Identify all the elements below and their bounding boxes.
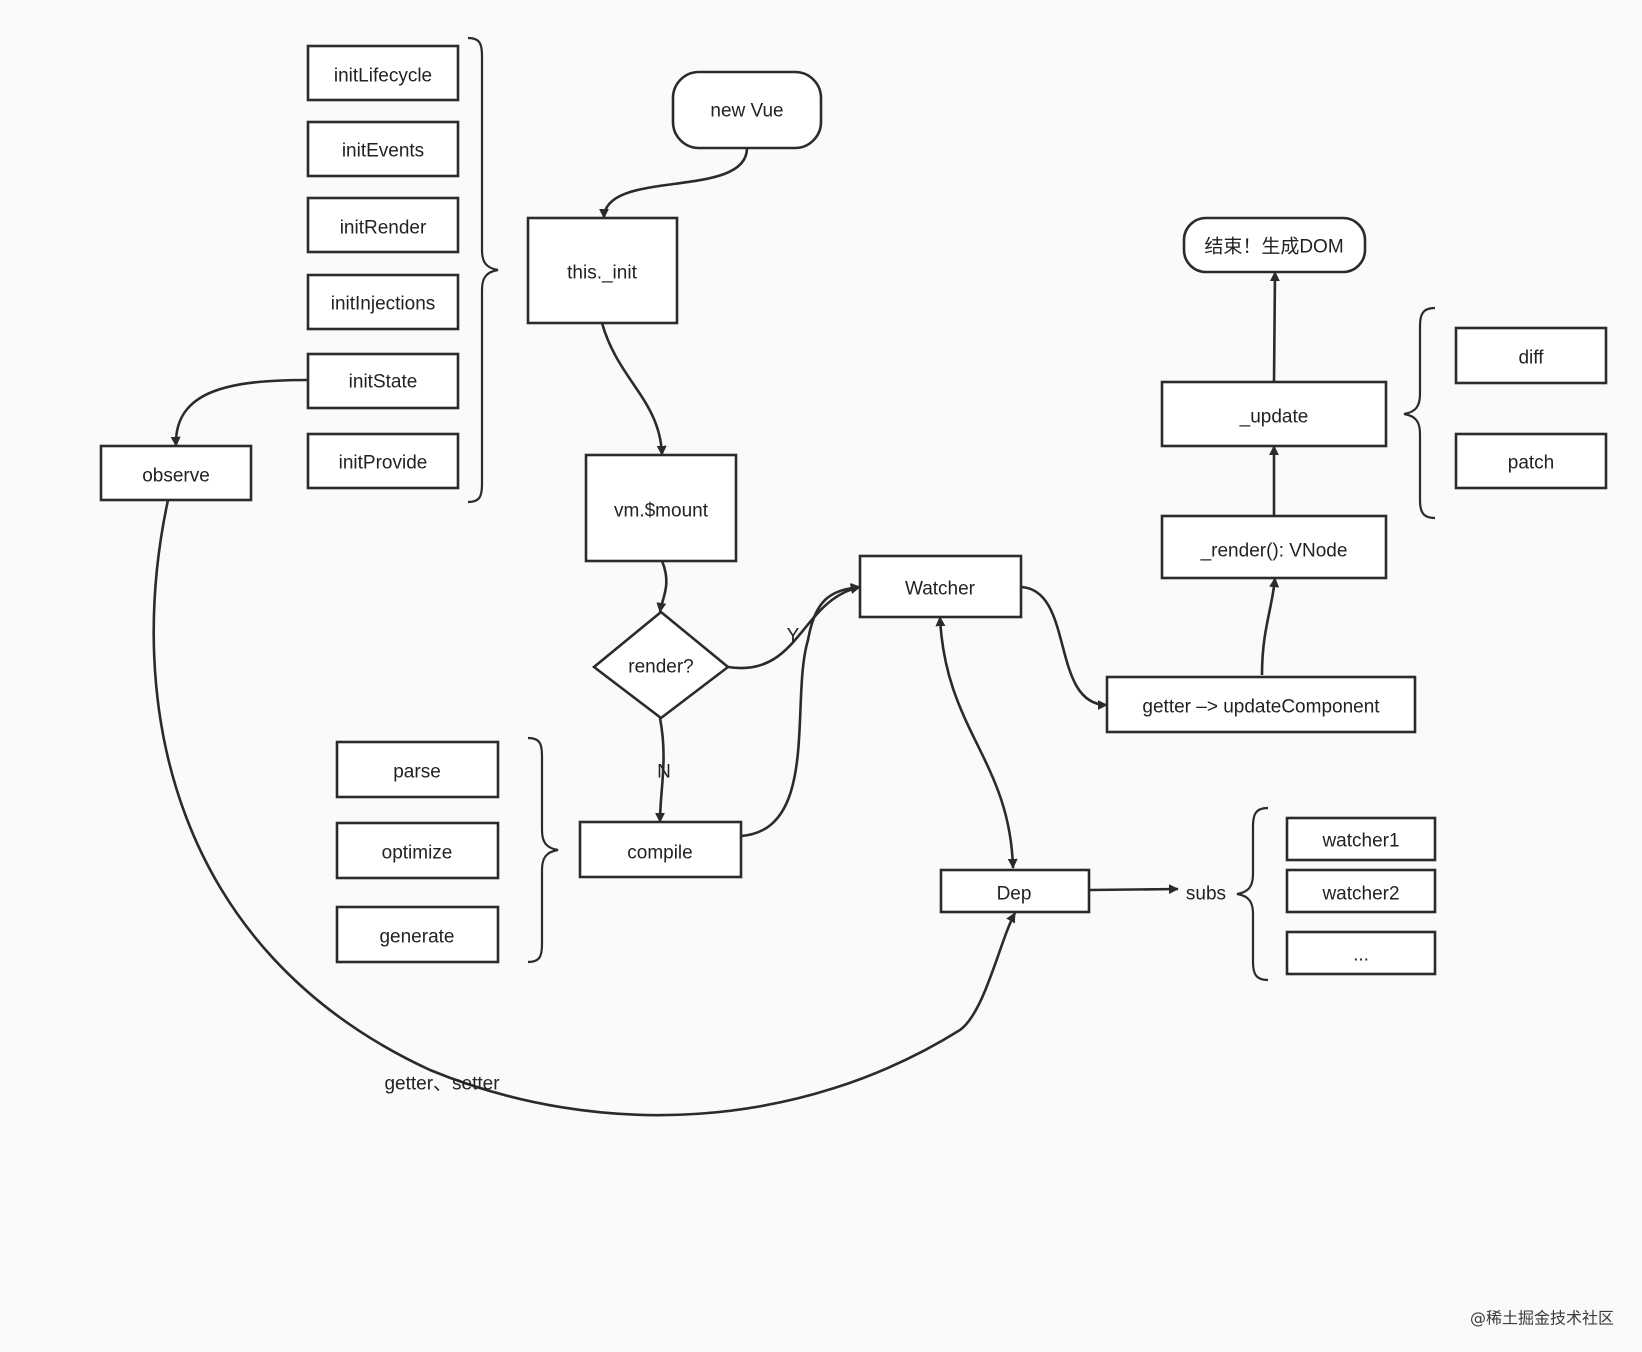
init-render-label: initRender <box>340 218 427 239</box>
optimize-node: optimize <box>335 821 500 880</box>
render-decision-node: render? <box>591 610 731 720</box>
getter-update-node: getter –> updateComponent <box>1105 675 1417 734</box>
new-vue-label: new Vue <box>710 101 783 122</box>
compile-label: compile <box>627 843 692 864</box>
generate-node: generate <box>335 905 500 964</box>
end-dom-node: 结束！生成DOM <box>1182 216 1367 274</box>
watcher-node: Watcher <box>858 554 1023 619</box>
diff-label: diff <box>1518 348 1544 369</box>
watcher1-node: watcher1 <box>1285 816 1437 862</box>
update-label: _update <box>1239 407 1309 428</box>
brace-subs-group <box>1236 806 1269 982</box>
watcher-label: Watcher <box>905 579 976 600</box>
edge-render-compile-no <box>655 717 666 823</box>
edge-label-no: N <box>657 762 671 783</box>
edge-label-yes: Y <box>787 626 800 647</box>
dep-node: Dep <box>939 868 1091 914</box>
observe-node: observe <box>99 444 253 502</box>
edge-initstate-observe <box>170 378 309 447</box>
new-vue-node: new Vue <box>671 70 823 150</box>
init-provide-node: initProvide <box>306 432 460 490</box>
init-state-label: initState <box>349 372 418 393</box>
vm-mount-label: vm.$mount <box>614 501 709 522</box>
edge-newvue-init <box>599 147 749 219</box>
patch-node: patch <box>1454 432 1608 490</box>
init-injections-node: initInjections <box>306 273 460 331</box>
parse-label: parse <box>393 762 441 783</box>
watermark-text: @稀土掘金技术社区 <box>1470 1309 1614 1328</box>
ellipsis-node: ... <box>1285 930 1437 976</box>
edge-observe-dep <box>152 499 1017 1117</box>
init-lifecycle-node: initLifecycle <box>306 44 460 102</box>
watcher2-node: watcher2 <box>1285 868 1437 914</box>
init-events-node: initEvents <box>306 120 460 178</box>
render-vnode-node: _render(): VNode <box>1160 514 1388 580</box>
vm-mount-node: vm.$mount <box>584 453 738 563</box>
edge-label-getter-setter: getter、setter <box>384 1074 500 1095</box>
connectors <box>152 147 1280 1117</box>
edge-watcher-dep <box>935 616 1018 869</box>
observe-label: observe <box>142 466 210 487</box>
render-vnode-label: _render(): VNode <box>1200 541 1348 562</box>
init-provide-label: initProvide <box>339 453 428 474</box>
brace-update-group <box>1403 306 1436 520</box>
ellipsis-label: ... <box>1353 945 1369 966</box>
subs-label: subs <box>1186 884 1226 905</box>
getter-update-label: getter –> updateComponent <box>1142 697 1380 718</box>
edge-update-end <box>1269 271 1280 383</box>
braces <box>467 36 1436 982</box>
optimize-label: optimize <box>382 843 453 864</box>
this-init-label: this._init <box>567 263 637 284</box>
brace-compile-group <box>527 736 559 964</box>
init-render-node: initRender <box>306 196 460 254</box>
this-init-node: this._init <box>526 216 679 325</box>
edge-compile-watcher <box>740 582 861 838</box>
watcher2-label: watcher2 <box>1321 884 1399 905</box>
edge-mount-render <box>656 560 668 613</box>
edge-dep-subs <box>1088 884 1179 895</box>
diff-node: diff <box>1454 326 1608 385</box>
init-events-label: initEvents <box>342 141 424 162</box>
brace-init-group <box>467 36 499 504</box>
init-lifecycle-label: initLifecycle <box>334 66 432 87</box>
update-node: _update <box>1160 380 1388 448</box>
watcher1-label: watcher1 <box>1321 831 1399 852</box>
parse-node: parse <box>335 740 500 799</box>
render-decision-label: render? <box>628 657 694 678</box>
edge-getter-render <box>1260 577 1280 676</box>
generate-label: generate <box>379 927 454 948</box>
edge-watcher-getter <box>1020 585 1108 710</box>
init-injections-label: initInjections <box>331 294 436 315</box>
init-state-node: initState <box>306 352 460 410</box>
end-dom-label: 结束！生成DOM <box>1204 236 1343 258</box>
compile-node: compile <box>578 820 743 879</box>
patch-label: patch <box>1508 453 1554 474</box>
edge-init-mount <box>600 322 667 456</box>
edge-render-watcher-yes <box>727 584 861 670</box>
dep-label: Dep <box>997 884 1032 905</box>
